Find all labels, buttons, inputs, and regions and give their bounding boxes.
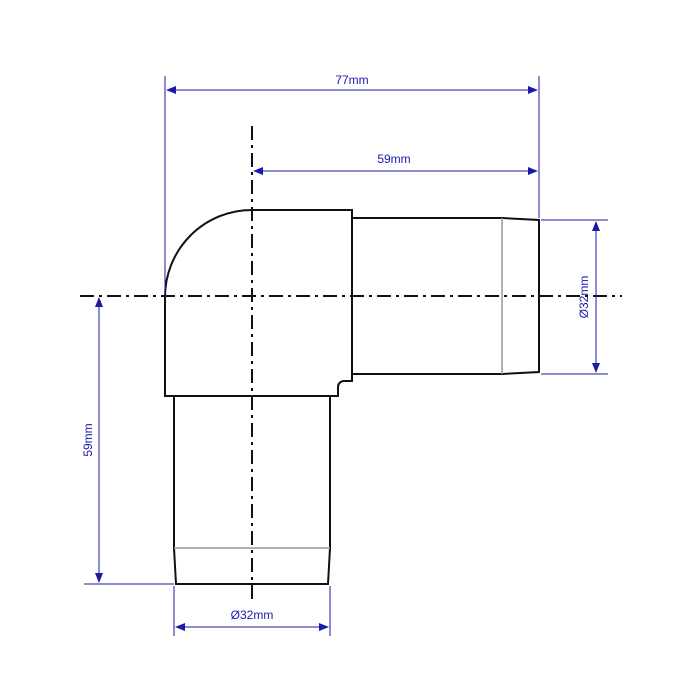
dim-horizontal-length-label: 59mm [377, 152, 410, 166]
dim-vertical-length-label: 59mm [81, 423, 95, 456]
dim-overall-width-label: 77mm [335, 73, 368, 87]
elbow-outline [164, 209, 540, 585]
center-lines [80, 126, 622, 600]
dimension-lines [84, 76, 608, 636]
vertical-outlet [173, 396, 331, 585]
dim-vertical-diameter-label: Ø32mm [231, 608, 274, 622]
dim-horizontal-diameter-label: Ø32mm [577, 276, 591, 319]
elbow-body [164, 209, 353, 397]
